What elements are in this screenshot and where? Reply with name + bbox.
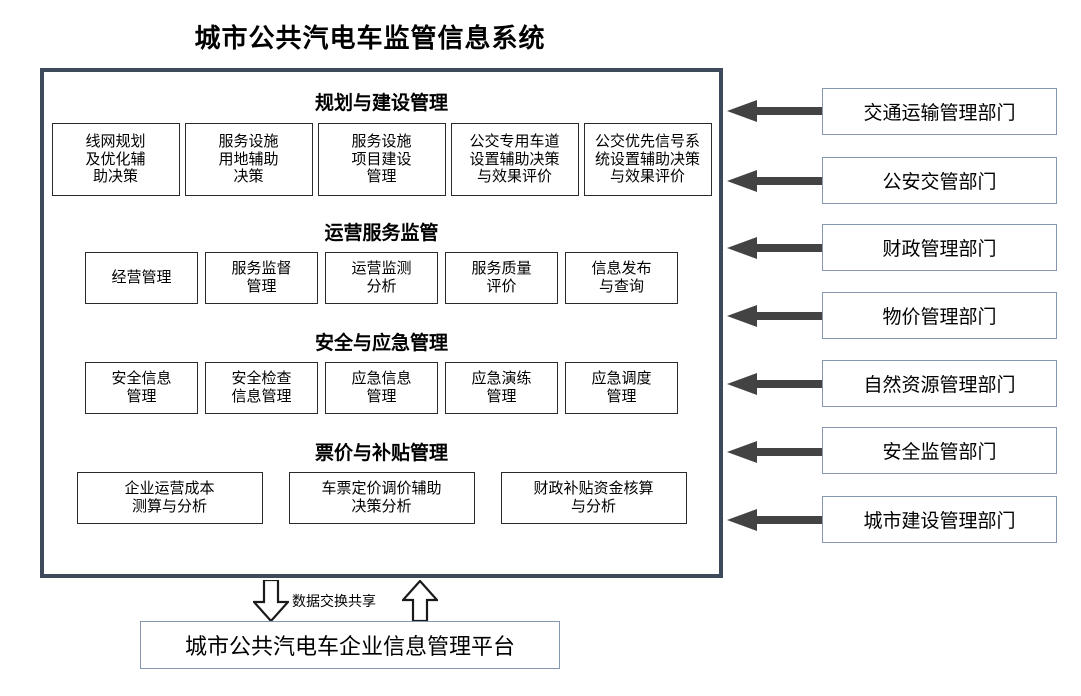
module-box[interactable]: 服务设施 项目建设 管理 [317,122,446,196]
department-box-natural-resources[interactable]: 自然资源管理部门 [822,360,1057,407]
arrow-left-solid-icon [727,170,822,192]
arrow-shaft [755,107,822,115]
arrow-head [727,373,757,395]
arrow-shaft [755,516,822,524]
department-box-finance[interactable]: 财政管理部门 [822,224,1057,271]
arrow-shaft [755,312,822,320]
department-box-traffic-police[interactable]: 公安交管部门 [822,157,1057,204]
arrow-left-solid-icon [727,237,822,259]
department-box-price[interactable]: 物价管理部门 [822,292,1057,339]
module-box[interactable]: 车票定价调价辅助 决策分析 [288,471,475,524]
section-planning-construction: 规划与建设管理 线网规划 及优化辅 助决策 服务设施 用地辅助 决策 服务设施 … [44,93,719,196]
module-box[interactable]: 财政补贴资金核算 与分析 [500,471,687,524]
module-box[interactable]: 应急演练 管理 [445,361,558,414]
module-box[interactable]: 安全检查 信息管理 [205,361,318,414]
section-item-row: 企业运营成本 测算与分析 车票定价调价辅助 决策分析 财政补贴资金核算 与分析 [44,471,719,524]
section-item-row: 经营管理 服务监督 管理 运营监测 分析 服务质量 评价 信息发布 与查询 [44,251,719,304]
section-operation-service: 运营服务监管 经营管理 服务监督 管理 运营监测 分析 服务质量 评价 信息发布… [44,223,719,304]
arrow-head [727,170,757,192]
department-box-transport[interactable]: 交通运输管理部门 [822,88,1057,135]
diagram-title: 城市公共汽电车监管信息系统 [194,23,546,53]
department-box-urban-construction[interactable]: 城市建设管理部门 [822,496,1057,543]
module-box[interactable]: 应急调度 管理 [565,361,678,414]
arrow-left-solid-icon [727,305,822,327]
section-fare-subsidy: 票价与补贴管理 企业运营成本 测算与分析 车票定价调价辅助 决策分析 财政补贴资… [44,443,719,524]
monitoring-system-frame: 规划与建设管理 线网规划 及优化辅 助决策 服务设施 用地辅助 决策 服务设施 … [40,68,723,578]
arrow-head [727,100,757,122]
module-box[interactable]: 运营监测 分析 [325,251,438,304]
enterprise-platform-box[interactable]: 城市公共汽电车企业信息管理平台 [140,621,560,669]
arrow-shaft [755,177,822,185]
module-box[interactable]: 经营管理 [85,251,198,304]
arrow-head [727,237,757,259]
department-box-safety-supervision[interactable]: 安全监管部门 [822,427,1057,474]
module-box[interactable]: 线网规划 及优化辅 助决策 [51,122,180,196]
arrow-shaft [755,244,822,252]
section-item-row: 安全信息 管理 安全检查 信息管理 应急信息 管理 应急演练 管理 应急调度 管… [44,361,719,414]
module-box[interactable]: 信息发布 与查询 [565,251,678,304]
arrow-head [727,441,757,463]
module-box[interactable]: 服务设施 用地辅助 决策 [184,122,313,196]
section-heading: 安全与应急管理 [314,333,448,354]
section-heading: 票价与补贴管理 [314,443,448,464]
module-box[interactable]: 服务监督 管理 [205,251,318,304]
arrow-head [727,305,757,327]
section-safety-emergency: 安全与应急管理 安全信息 管理 安全检查 信息管理 应急信息 管理 应急演练 管… [44,333,719,414]
module-box[interactable]: 安全信息 管理 [85,361,198,414]
module-box[interactable]: 公交专用车道 设置辅助决策 与效果评价 [450,122,579,196]
arrow-left-solid-icon [727,509,822,531]
section-heading: 规划与建设管理 [314,93,448,114]
module-box[interactable]: 服务质量 评价 [445,251,558,304]
arrow-shaft [755,448,822,456]
module-box[interactable]: 应急信息 管理 [325,361,438,414]
arrow-left-solid-icon [727,100,822,122]
arrow-left-solid-icon [727,373,822,395]
section-heading: 运营服务监管 [324,223,439,244]
arrow-down-outline-icon [253,580,289,622]
module-box[interactable]: 企业运营成本 测算与分析 [76,471,263,524]
arrow-head [727,509,757,531]
data-exchange-label: 数据交换共享 [292,593,376,609]
module-box[interactable]: 公交优先信号系 统设置辅助决策 与效果评价 [583,122,712,196]
arrow-up-outline-icon [402,580,438,622]
section-item-row: 线网规划 及优化辅 助决策 服务设施 用地辅助 决策 服务设施 项目建设 管理 … [44,122,719,196]
arrow-shaft [755,380,822,388]
arrow-left-solid-icon [727,441,822,463]
